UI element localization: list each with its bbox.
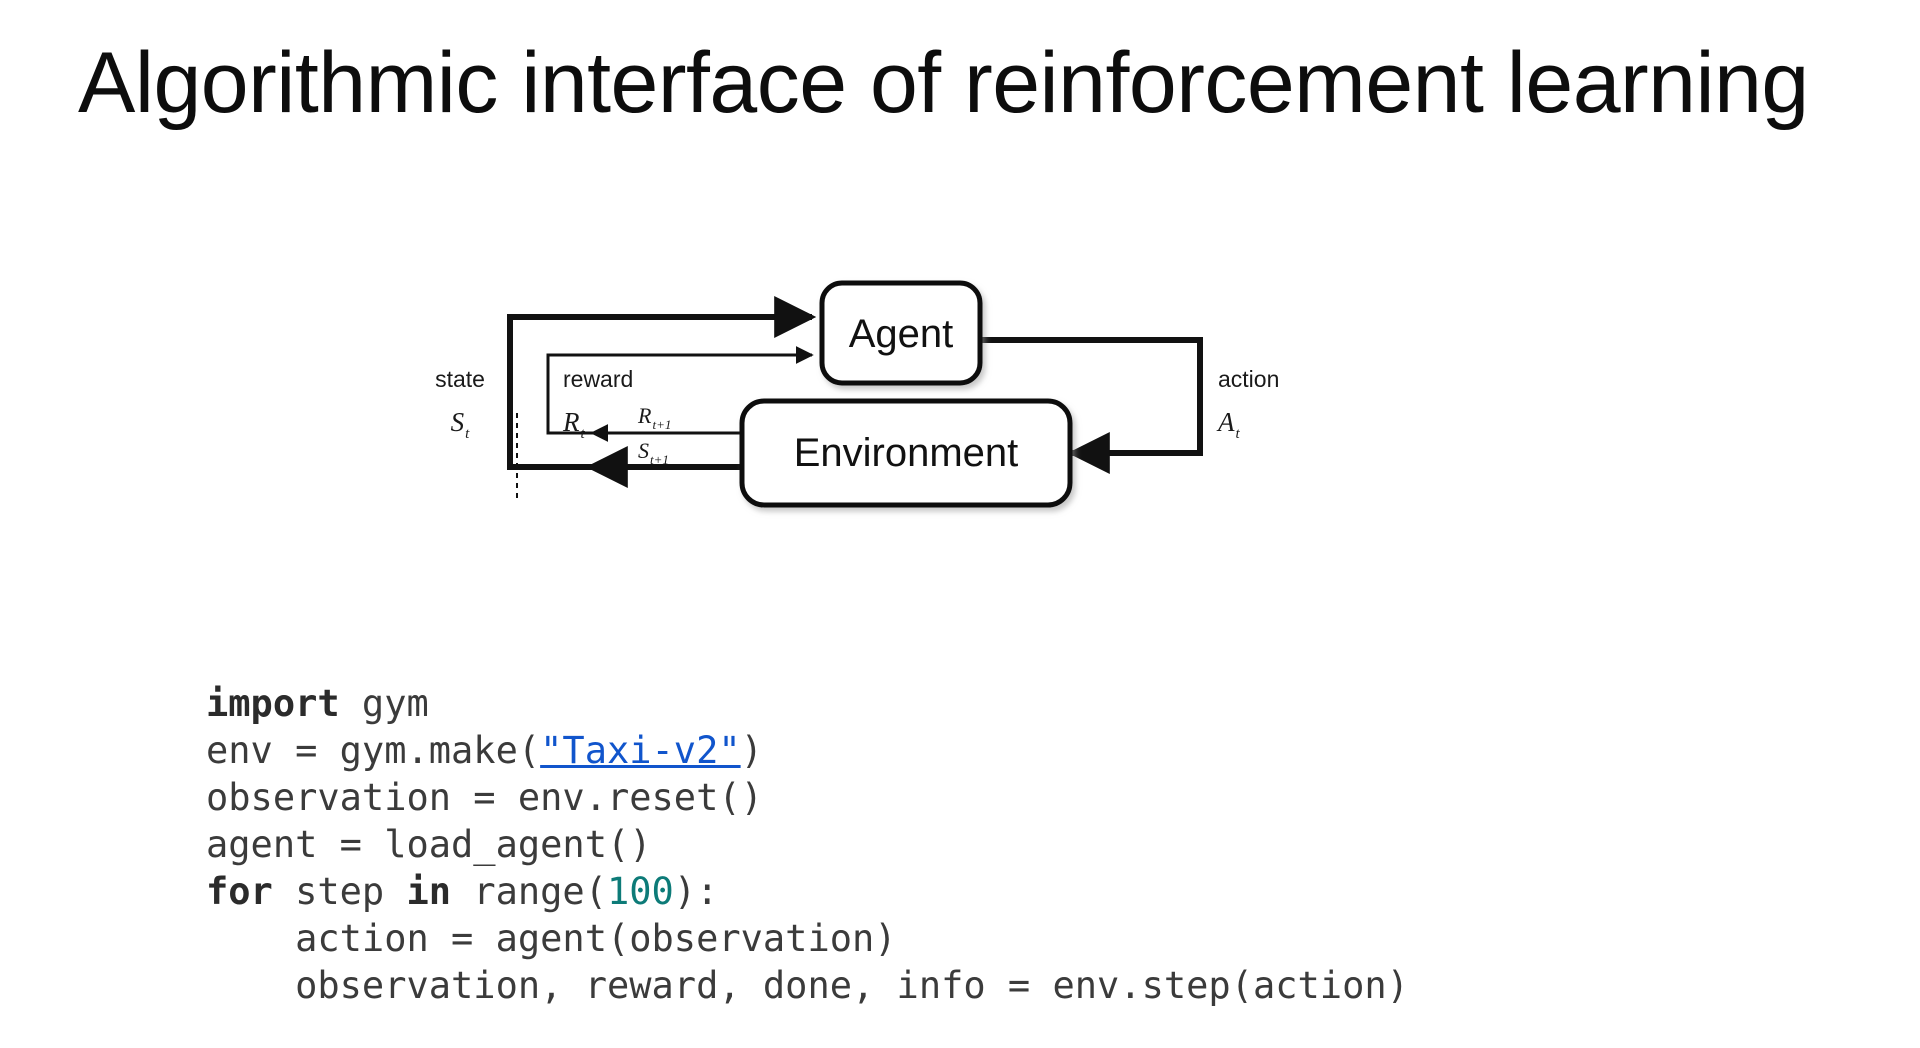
code-text: observation, reward, done, info = env.st… (206, 964, 1409, 1007)
code-text: step (272, 870, 407, 913)
code-line: observation, reward, done, info = env.st… (206, 962, 1409, 1009)
rl-loop-diagram: Agent Environment state St reward Rt act… (400, 255, 1300, 635)
code-line: env = gym.make("Taxi-v2") (206, 727, 1409, 774)
edge-reward (546, 346, 814, 442)
reward-symbol: Rt (562, 407, 586, 442)
code-line: agent = load_agent() (206, 821, 1409, 868)
code-text: ): (673, 870, 719, 913)
edge-action (982, 337, 1203, 474)
next-state-symbol: St+1 (638, 438, 669, 467)
state-symbol: St (451, 407, 471, 442)
code-text: ) (740, 729, 763, 772)
state-label: state (435, 366, 485, 392)
code-line: observation = env.reset() (206, 774, 1409, 821)
code-keyword: for (206, 870, 273, 913)
code-keyword: in (406, 870, 452, 913)
code-text: range( (451, 870, 607, 913)
code-line: action = agent(observation) (206, 915, 1409, 962)
code-text: agent = load_agent() (206, 823, 652, 866)
reward-label: reward (563, 366, 633, 392)
code-text: gym (339, 682, 429, 725)
code-keyword: import (206, 682, 340, 725)
environment-label: Environment (794, 431, 1019, 475)
code-line: import gym (206, 680, 1409, 727)
env-id-link[interactable]: "Taxi-v2" (540, 729, 741, 772)
rl-loop-svg: Agent Environment state St reward Rt act… (435, 280, 1279, 508)
page-title: Algorithmic interface of reinforcement l… (78, 35, 1809, 131)
action-symbol: At (1216, 407, 1241, 442)
edge-state (507, 296, 817, 488)
agent-label: Agent (849, 312, 954, 356)
code-number: 100 (606, 870, 674, 913)
code-line: for step in range(100): (206, 868, 1409, 915)
node-environment: Environment (739, 398, 1073, 508)
node-agent: Agent (819, 280, 983, 386)
code-text: env = gym.make( (206, 729, 541, 772)
code-text: observation = env.reset() (206, 776, 763, 819)
code-text: action = agent(observation) (206, 917, 897, 960)
next-reward-symbol: Rt+1 (637, 403, 671, 432)
action-label: action (1218, 366, 1279, 392)
